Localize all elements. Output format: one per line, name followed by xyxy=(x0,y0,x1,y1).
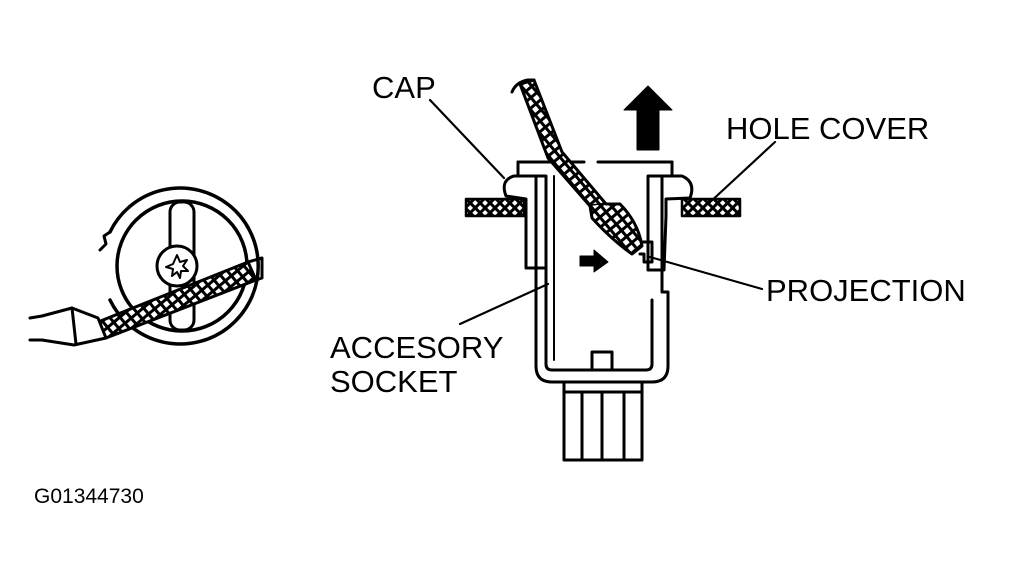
connector-block xyxy=(562,380,644,462)
hole-cover-leader xyxy=(706,140,777,206)
cap-flange-right xyxy=(646,174,694,272)
socket-cross-section xyxy=(464,78,742,462)
projection-leader xyxy=(648,255,764,291)
projection-tab xyxy=(638,240,654,264)
cap-label: CAP xyxy=(372,70,436,105)
socket-outer-ring xyxy=(108,186,260,346)
push-direction-arrow xyxy=(579,249,609,273)
hole-cover-left xyxy=(464,197,526,218)
socket-top-view xyxy=(28,186,264,347)
socket-terminal xyxy=(155,244,199,288)
cap-leader xyxy=(428,98,506,180)
figure-id: G01344730 xyxy=(34,485,144,508)
socket-body xyxy=(534,174,670,384)
projection-label: PROJECTION xyxy=(766,273,966,308)
center-terminal xyxy=(590,350,614,372)
hole-cover-label: HOLE COVER xyxy=(726,111,930,146)
pull-up-arrow xyxy=(623,85,673,151)
leader-lines xyxy=(428,98,777,326)
cap-flange-left xyxy=(502,174,548,270)
socket-leader xyxy=(458,282,550,326)
accessory-socket-label-line1: ACCESORY xyxy=(330,330,504,365)
screwdriver-left xyxy=(28,256,264,347)
accessory-socket-label-line2: SOCKET xyxy=(330,364,458,399)
screwdriver-center xyxy=(510,78,644,256)
terminal-star xyxy=(165,254,189,279)
hole-cover-right xyxy=(680,197,742,218)
